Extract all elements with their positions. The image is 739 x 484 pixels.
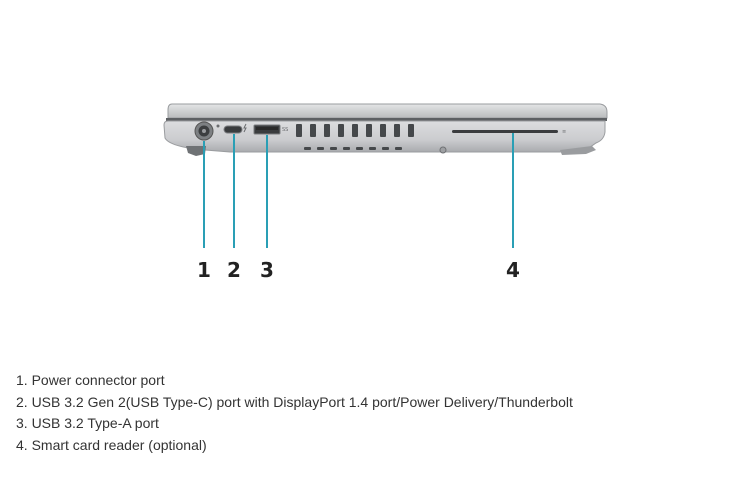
laptop-lid xyxy=(167,103,608,119)
legend-item-smart-card: 4. Smart card reader (optional) xyxy=(16,436,207,453)
thunderbolt-icon xyxy=(243,123,247,133)
smart-card-logo-icon: ≡ xyxy=(562,129,566,135)
callout-lines xyxy=(203,133,514,248)
hinge-seam xyxy=(166,118,607,121)
legend-item-usb-c: 2. USB 3.2 Gen 2(USB Type-C) port with D… xyxy=(16,393,573,410)
callout-number-4: 4 xyxy=(506,258,520,282)
callout-number-1: 1 xyxy=(197,258,211,282)
legend-item-usb-a: 3. USB 3.2 Type-A port xyxy=(16,415,159,431)
chassis-screw-icon xyxy=(439,146,447,154)
smart-card-slot-icon xyxy=(452,130,558,133)
callout-number-3: 3 xyxy=(260,258,274,282)
callout-number-2: 2 xyxy=(227,258,241,282)
usb-c-port-icon xyxy=(223,125,243,134)
laptop-foot xyxy=(186,146,206,156)
legend-item-power-connector: 1. Power connector port xyxy=(16,372,165,388)
vent-lower xyxy=(304,147,402,150)
power-port-pin-icon xyxy=(202,129,206,133)
usb-a-tongue-icon xyxy=(256,127,278,130)
vent-upper xyxy=(296,124,414,137)
ss-logo-icon: SS xyxy=(282,127,288,133)
laptop-side-diagram: SS ≡ 1 2 3 4 xyxy=(163,103,608,282)
laptop-rear-foot xyxy=(560,146,596,155)
port-legend: 1. Power connector port 2. USB 3.2 Gen 2… xyxy=(16,370,573,456)
power-led-icon xyxy=(216,124,220,128)
